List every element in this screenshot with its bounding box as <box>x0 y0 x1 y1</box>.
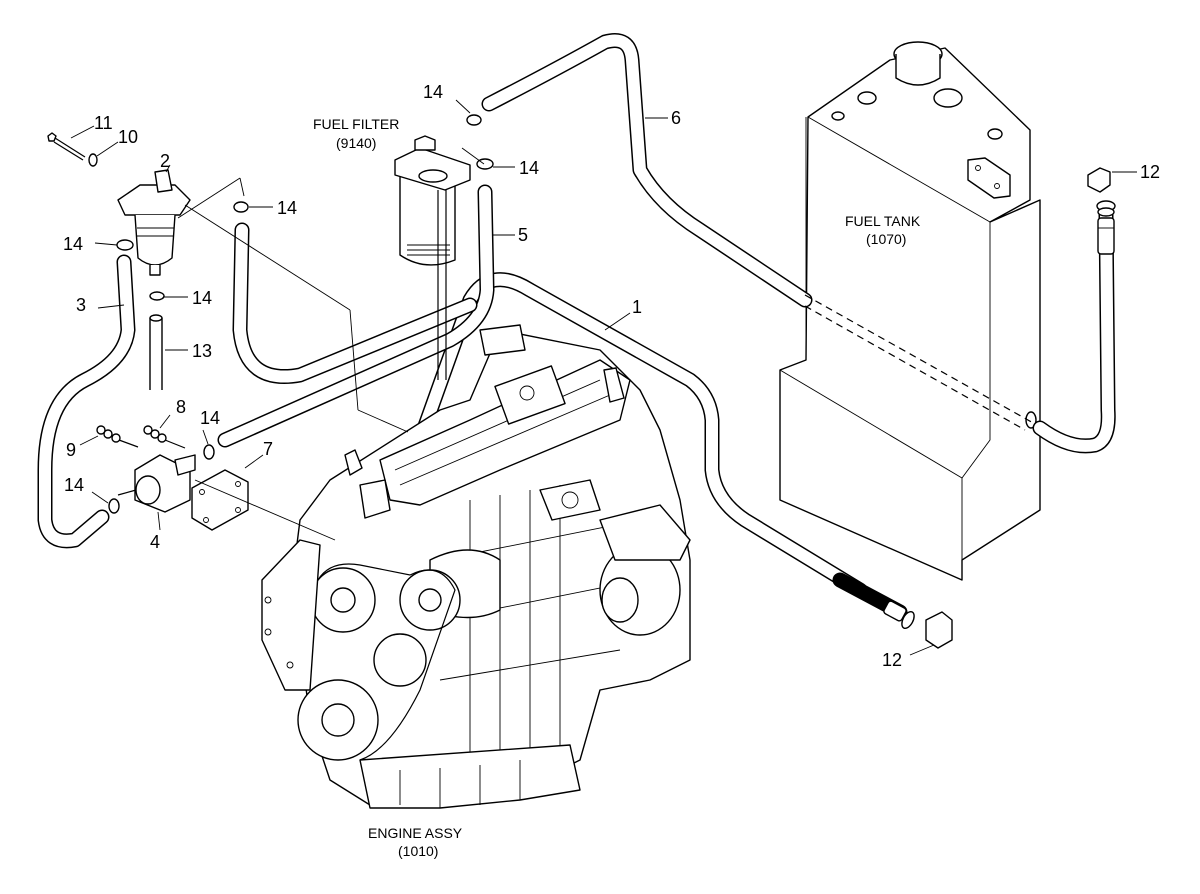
pipe-5 <box>217 184 495 448</box>
callout-14-a: 14 <box>423 82 443 102</box>
fitting-12-upper <box>1087 167 1111 193</box>
engine-assy <box>177 147 691 809</box>
callout-14-c: 14 <box>277 198 297 218</box>
washer-10 <box>88 153 98 167</box>
callout-13: 13 <box>192 341 212 361</box>
callout-2: 2 <box>160 151 170 171</box>
callout-leaders <box>70 99 1137 656</box>
hose-prefilter-loop <box>232 222 478 384</box>
callout-14-e: 14 <box>192 288 212 308</box>
label-engine: ENGINE ASSY <box>368 825 463 841</box>
label-fuel-tank-code: (1070) <box>866 231 906 247</box>
callout-12-upper: 12 <box>1140 162 1160 182</box>
clamp-14 <box>108 114 494 514</box>
callout-4: 4 <box>150 532 160 552</box>
callout-3: 3 <box>76 295 86 315</box>
fitting-12-lower <box>925 611 953 649</box>
callout-1: 1 <box>632 297 642 317</box>
callout-14-f: 14 <box>200 408 220 428</box>
label-fuel-tank: FUEL TANK <box>845 213 921 229</box>
bolt-9 <box>96 425 139 448</box>
callout-7: 7 <box>263 439 273 459</box>
pipe-3 <box>37 254 136 549</box>
fuel-filter <box>394 135 471 380</box>
callout-11: 11 <box>94 113 113 133</box>
callout-14-d: 14 <box>63 234 83 254</box>
plate-7 <box>191 469 249 531</box>
callout-14-g: 14 <box>64 475 84 495</box>
component-labels: FUEL FILTER (9140) FUEL TANK (1070) ENGI… <box>313 116 921 859</box>
callout-10: 10 <box>118 127 138 147</box>
label-fuel-filter: FUEL FILTER <box>313 116 399 132</box>
callouts: 1 2 3 4 5 6 7 8 9 10 11 12 12 13 14 14 1… <box>63 82 1160 670</box>
callout-8: 8 <box>176 397 186 417</box>
fuel-tank <box>779 41 1041 581</box>
callout-5: 5 <box>518 225 528 245</box>
return-hose <box>1032 200 1116 454</box>
pump-4 <box>117 454 196 513</box>
label-fuel-filter-code: (9140) <box>336 135 376 151</box>
callout-9: 9 <box>66 440 76 460</box>
bolt-11 <box>47 132 86 161</box>
pipe-6 <box>481 33 1036 431</box>
label-engine-code: (1010) <box>398 843 438 859</box>
callout-6: 6 <box>671 108 681 128</box>
hose-13 <box>149 314 163 390</box>
callout-12-lower: 12 <box>882 650 902 670</box>
prefilter-2 <box>117 169 191 276</box>
callout-14-b: 14 <box>519 158 539 178</box>
bolt-8 <box>143 425 186 449</box>
